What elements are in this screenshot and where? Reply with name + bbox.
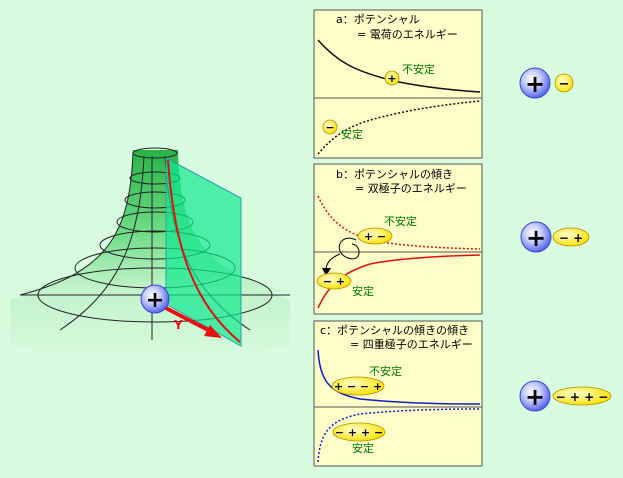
panel-b-potential-curve [317, 195, 481, 250]
panel-c-subtitle: = 四重極子のエネルギー [350, 337, 473, 351]
side-charge-c-positive-sign: + [525, 383, 545, 411]
panel-b-flip-arrowhead [322, 268, 331, 276]
panel-b-stable-label: 安定 [352, 284, 374, 298]
y-axis-arrow [159, 303, 213, 334]
panel-c-unstable-label: 不安定 [369, 364, 402, 378]
panel-b-unstable-dipole [357, 227, 393, 245]
side-charge-c-positive [519, 380, 551, 412]
side-charge-b-positive [520, 221, 552, 253]
panel-b-frame [313, 163, 483, 315]
central-charge-sign: + [146, 288, 164, 313]
side-charge-b-dipole [552, 227, 590, 247]
side-charge-b-positive-sign: + [526, 224, 546, 252]
side-charge-a-positive [519, 67, 551, 99]
side-charge-a-negative [554, 73, 574, 93]
central-charge [140, 284, 170, 314]
panel-c-potential-curve [317, 349, 481, 405]
panel-a-unstable-label: 不安定 [402, 62, 435, 76]
panel-c-stable-quadrupole-signs: − + + − [335, 426, 383, 439]
panel-b: b：ポテンシャルの傾き = 双極子のエネルギー + − 不安定 − + 安定 [313, 163, 483, 315]
panel-b-subtitle: = 双極子のエネルギー [355, 181, 467, 195]
panel-c-stable-label: 安定 [352, 441, 374, 455]
potential-profile-curve [167, 159, 241, 343]
side-charge-b-dipole-signs: − + [559, 231, 583, 245]
y-axis-arrowhead [204, 325, 222, 338]
panel-c-unstable-quadrupole-signs: + − − + [334, 380, 382, 393]
panel-a: a：ポテンシャル = 電荷のエネルギー + 不安定 − 安定 [313, 9, 483, 159]
panel-b-stable-dipole-signs: − + [323, 275, 345, 288]
side-charge-a-positive-sign: + [525, 70, 545, 98]
panel-a-unstable-charge [384, 70, 400, 86]
panel-a-stable-charge [322, 119, 338, 135]
side-charges-b: + − + [520, 221, 590, 253]
side-charges-a: + − [519, 67, 574, 99]
panel-a-title: a：ポテンシャル [336, 13, 420, 26]
side-charge-c-quadrupole-signs: − + + − [556, 390, 609, 404]
panel-b-stable-dipole [316, 272, 352, 290]
panel-b-title: b：ポテンシャルの傾き [336, 167, 453, 181]
panel-a-unstable-charge-sign: + [387, 72, 396, 85]
panel-b-unstable-label: 不安定 [384, 214, 417, 228]
panel-a-frame [313, 9, 483, 159]
side-charges-c: + − + + − [519, 380, 612, 412]
cross-section-plane [165, 157, 242, 347]
cone-surface [20, 150, 290, 292]
panel-a-stable-charge-sign: − [325, 121, 334, 134]
y-axis-label: Y [173, 318, 183, 332]
panel-b-unstable-dipole-signs: + − [364, 230, 386, 243]
side-charge-a-negative-sign: − [559, 77, 570, 92]
panel-c: c：ポテンシャルの傾きの傾き = 四重極子のエネルギー + − − + 不安定 … [313, 320, 483, 467]
side-charge-c-quadrupole [552, 386, 612, 406]
panel-c-unstable-quadrupole [331, 376, 385, 396]
panel-c-stable-quadrupole [332, 422, 386, 442]
panel-c-mirror-curve [317, 408, 481, 463]
panel-a-subtitle: = 電荷のエネルギー [357, 28, 458, 41]
potential-cone-diagram: Y + [10, 147, 290, 363]
panel-a-stable-label: 安定 [341, 127, 363, 141]
panel-c-title: c：ポテンシャルの傾きの傾き [320, 323, 469, 337]
